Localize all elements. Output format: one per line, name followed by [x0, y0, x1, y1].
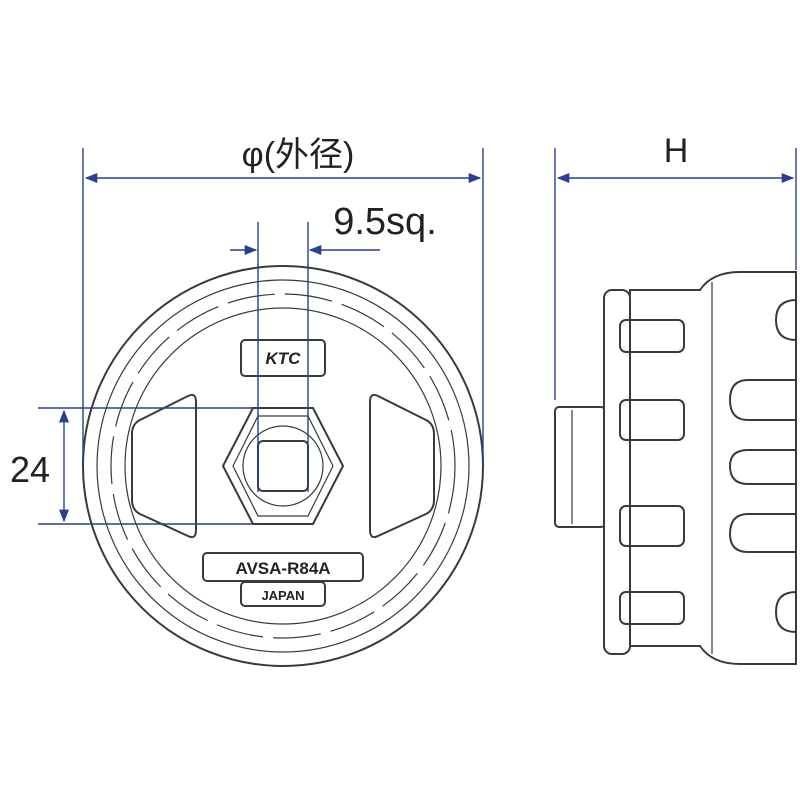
- brand-logo: KTC: [266, 349, 302, 368]
- flute-4: [619, 591, 685, 625]
- flute-1: [619, 319, 685, 353]
- side-view: [554, 271, 797, 665]
- back-plate: [603, 289, 631, 655]
- left-window: [131, 393, 197, 539]
- hex-boss-outer: [221, 407, 345, 525]
- drive-stub: [554, 406, 606, 528]
- square-drive-label: 9.5sq.: [333, 201, 437, 243]
- body-outline: [629, 271, 797, 665]
- square-drive-hole: [257, 440, 309, 492]
- front-view: KTC AVSA-R84A JAPAN: [82, 265, 484, 667]
- right-window: [369, 393, 435, 539]
- flute-3: [619, 505, 685, 547]
- brand-plate: [240, 339, 326, 377]
- hex-boss-inner: [232, 415, 334, 517]
- front-dimensions: φ(外径) 9.5sq. 24: [10, 136, 484, 525]
- origin-plate: [240, 581, 326, 607]
- hex-boss-face: [242, 425, 324, 507]
- flute-2: [619, 399, 685, 441]
- height-label: H: [664, 132, 689, 170]
- hex-size-label: 24: [10, 449, 50, 490]
- side-dimensions: H: [554, 132, 797, 400]
- model-number: AVSA-R84A: [235, 559, 330, 578]
- inner-rim: [96, 279, 470, 653]
- flute-ring: [110, 293, 456, 639]
- face-ring: [124, 307, 442, 625]
- grip-lobes: [728, 299, 797, 633]
- origin-text: JAPAN: [261, 588, 304, 603]
- diameter-label: φ(外径): [242, 136, 355, 174]
